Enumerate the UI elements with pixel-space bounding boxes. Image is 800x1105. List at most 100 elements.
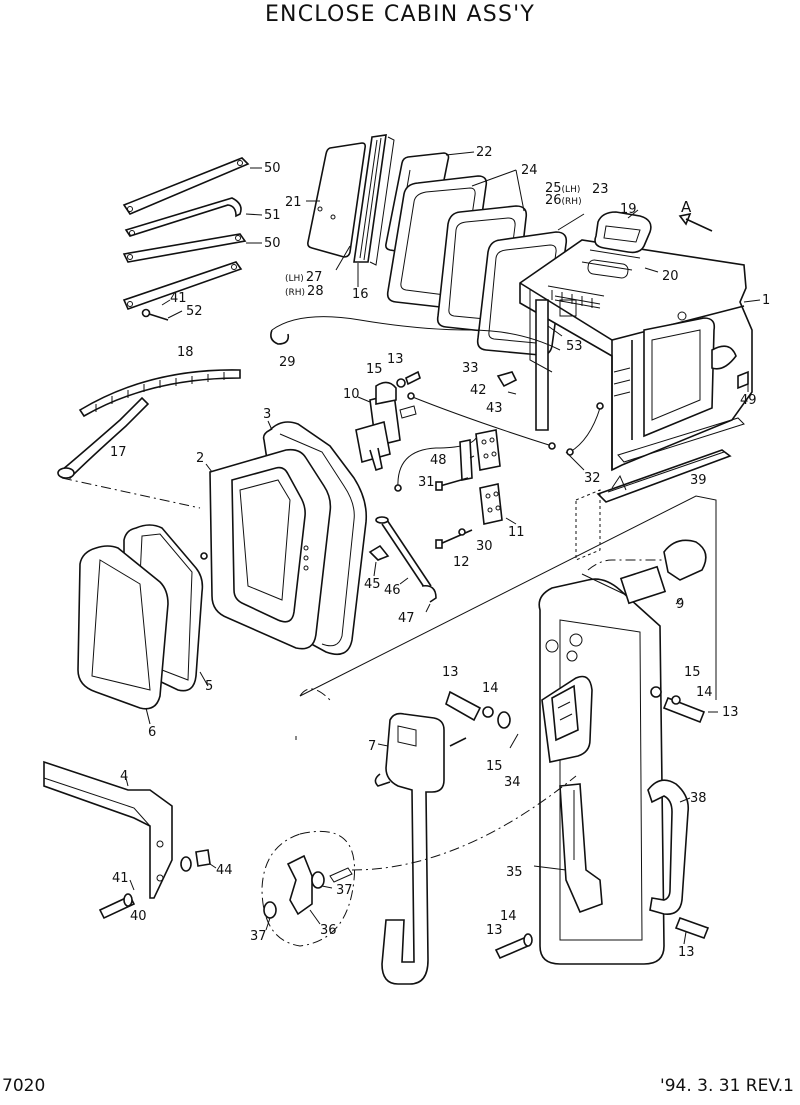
seal-strip-16 — [353, 134, 395, 266]
knob-9 — [581, 539, 707, 605]
strap-plate-middle — [122, 233, 247, 263]
callout-12: 12 — [453, 555, 470, 570]
bolt-12-washer-30 — [435, 528, 473, 549]
strap-plate-upper — [122, 157, 250, 215]
door-frame-2 — [200, 448, 332, 650]
door-glass-6 — [77, 545, 169, 710]
hinge-48 — [459, 429, 501, 481]
callout-1: 1 — [762, 293, 770, 308]
callout-labels: 1 2 3 4 5 6 7 9 10 11 12 13 13 13 13 13 … — [110, 145, 770, 960]
wiper-blade — [78, 369, 241, 418]
view-arrow-a — [678, 212, 713, 232]
callout-4: 4 — [120, 769, 128, 784]
callout-39: 39 — [690, 473, 707, 488]
callout-13-latch-left: 13 — [442, 665, 459, 680]
callout-50-bottom: 50 — [264, 236, 281, 251]
callout-24: 24 — [521, 163, 538, 178]
callout-5: 5 — [205, 679, 213, 694]
step-bracket-4 — [43, 760, 173, 899]
callout-30: 30 — [476, 539, 493, 554]
callout-37-right: 37 — [336, 883, 353, 898]
nut-44-washer — [180, 849, 211, 872]
callout-23: 23 — [592, 182, 609, 197]
cabin-frame — [519, 239, 753, 472]
bolt-31 — [435, 477, 469, 491]
dome-light-19-20 — [594, 211, 652, 254]
callout-37-left: 37 — [250, 929, 267, 944]
screw-52 — [141, 308, 169, 321]
washer-15-bolt-13 — [396, 370, 421, 388]
callout-35: 35 — [506, 865, 523, 880]
wiper-arm — [57, 396, 201, 509]
callout-17: 17 — [110, 445, 127, 460]
callout-38: 38 — [690, 791, 707, 806]
bolts-right — [494, 686, 710, 960]
callout-26: 26(RH) — [545, 193, 582, 208]
callout-32: 32 — [584, 471, 601, 486]
callout-16: 16 — [352, 287, 369, 302]
callout-40: 40 — [130, 909, 147, 924]
callout-42: 42 — [470, 383, 487, 398]
callout-10: 10 — [343, 387, 360, 402]
hinge-11 — [479, 483, 503, 525]
callout-25: 25(LH) — [545, 181, 580, 196]
callout-14-left: 14 — [482, 681, 499, 696]
callout-9: 9 — [676, 597, 684, 612]
latch-lever-35 — [559, 783, 603, 914]
callout-53: 53 — [566, 339, 583, 354]
bolt-40 — [98, 893, 136, 920]
callout-34: 34 — [504, 775, 521, 790]
callout-47: 47 — [398, 611, 415, 626]
callout-13-motor: 13 — [387, 352, 404, 367]
callout-41-top: 41 — [170, 291, 187, 306]
latch-housing — [538, 578, 665, 965]
callout-41-bottom: 41 — [112, 871, 129, 886]
page-number: 7020 — [2, 1076, 46, 1096]
strap-plate-lower — [122, 261, 243, 311]
callout-49: 49 — [740, 393, 757, 408]
callout-11: 11 — [508, 525, 525, 540]
wiper-motor — [355, 381, 417, 472]
callout-14-bottom: 14 — [500, 909, 517, 924]
callout-33: 33 — [462, 361, 479, 376]
sill-rail-39 — [596, 449, 732, 503]
callout-43: 43 — [486, 401, 503, 416]
callout-13-latch-right: 13 — [722, 705, 739, 720]
callout-14-right: 14 — [696, 685, 713, 700]
page-title: ENCLOSE CABIN ASS'Y — [264, 2, 536, 27]
callout-48: 48 — [430, 453, 447, 468]
callout-46: 46 — [384, 583, 401, 598]
callout-15-latch-left: 15 — [486, 759, 503, 774]
door-stay-rod — [375, 516, 437, 603]
view-arrow-label: A — [681, 198, 692, 216]
inner-handle-7 — [374, 712, 467, 985]
callout-20: 20 — [662, 269, 679, 284]
callout-3: 3 — [263, 407, 271, 422]
callout-29: 29 — [279, 355, 296, 370]
callout-19: 19 — [620, 202, 637, 217]
callout-7: 7 — [368, 739, 376, 754]
callout-15-latch-right: 15 — [684, 665, 701, 680]
callout-2: 2 — [196, 451, 204, 466]
revision-date: '94. 3. 31 REV.1 — [660, 1076, 794, 1096]
callout-21: 21 — [285, 195, 302, 210]
callout-15-motor: 15 — [366, 362, 383, 377]
handle-38 — [647, 779, 690, 916]
striker-33 — [496, 371, 518, 395]
callout-44: 44 — [216, 863, 233, 878]
callout-52: 52 — [186, 304, 203, 319]
clip-45 — [368, 544, 390, 561]
callout-28: (RH)28 — [285, 284, 324, 299]
callout-50-top: 50 — [264, 161, 281, 176]
callout-45: 45 — [364, 577, 381, 592]
callout-27: (LH)27 — [285, 270, 322, 285]
callout-36: 36 — [320, 923, 337, 938]
lock-plate-34 — [541, 675, 593, 763]
callout-13-bottom-left: 13 — [486, 923, 503, 938]
grab-handle — [124, 197, 242, 237]
bolts-left-latch — [445, 690, 511, 729]
callout-31: 31 — [418, 475, 435, 490]
door-seal-3 — [262, 421, 368, 656]
callout-18: 18 — [177, 345, 194, 360]
